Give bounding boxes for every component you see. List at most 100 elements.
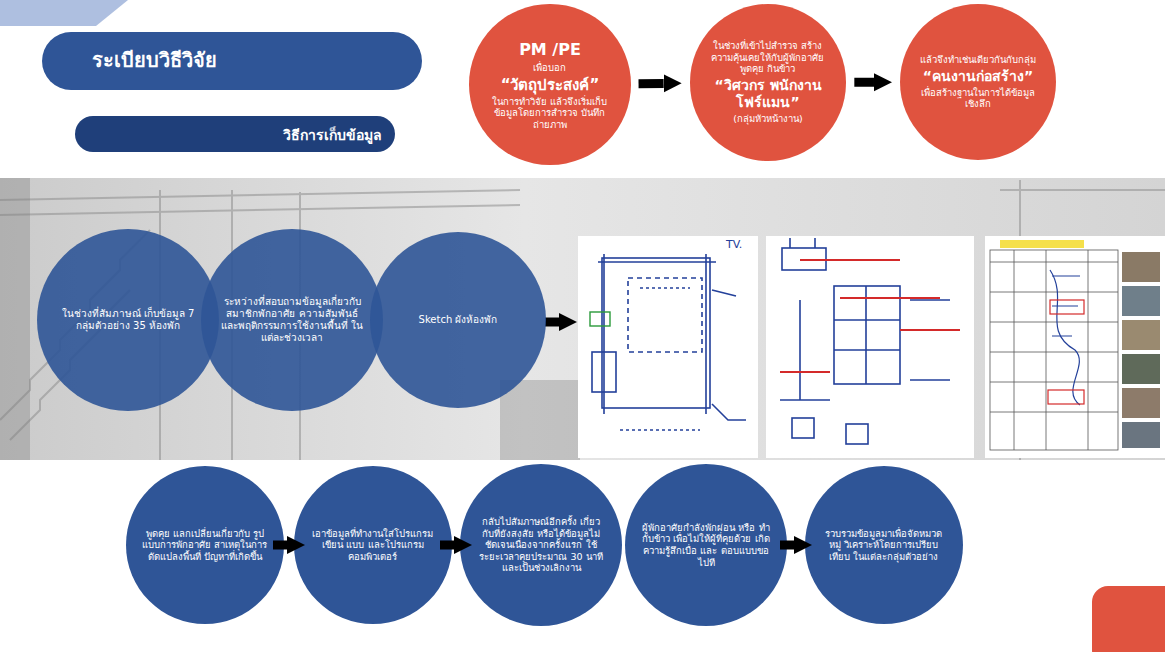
body-text: เพื่อบอก xyxy=(488,62,613,74)
emphasis-text: PM /PE xyxy=(488,40,613,60)
data-table xyxy=(1014,250,1088,450)
data-table xyxy=(990,250,1118,450)
body-text: พูดคุย แลกเปลี่ยนเกี่ยวกับ รูปแบบการพักอ… xyxy=(142,528,268,563)
room-sketch xyxy=(780,300,830,400)
step-circle: เอาข้อมูลที่ทำงานใส่โปรแกรมเขียน แบบ และ… xyxy=(294,466,452,624)
objective-circle: PM /PE เพื่อบอก “วัตถุประสงค์” ในการทำวิจัย… xyxy=(469,4,630,165)
room-sketch xyxy=(712,290,746,420)
corner-block xyxy=(1092,586,1165,652)
flow-arrow xyxy=(639,79,664,88)
photo-band xyxy=(0,205,520,215)
room-sketch xyxy=(846,424,868,444)
emphasis-text: “วัตถุประสงค์” xyxy=(488,76,613,94)
body-text: ในช่วงที่เข้าไปสำรวจ สร้างความคุ้นเคยให้… xyxy=(706,40,831,75)
step-circle: ในช่วงที่เข้าไปสำรวจ สร้างความคุ้นเคยให้… xyxy=(690,4,847,161)
text-stack: พูดคุย แลกเปลี่ยนเกี่ยวกับ รูปแบบการพักอ… xyxy=(142,528,268,563)
data-table xyxy=(1052,276,1080,336)
room-sketch xyxy=(640,287,690,289)
photo-band xyxy=(0,178,580,460)
arrow xyxy=(545,318,559,327)
room-sketch xyxy=(766,236,974,458)
body-text: ในการทำวิจัย แล้วจึงเริ่มเก็บข้อมูลโดยกา… xyxy=(488,96,613,131)
data-table xyxy=(1122,388,1160,418)
room-sketch xyxy=(620,429,700,431)
step-circle: แล้วจึงทำเช่นเดียวกันกับกลุ่ม“คนงานก่อสร… xyxy=(900,4,1056,160)
body-text: เอาข้อมูลที่ทำงานใส่โปรแกรมเขียน แบบ และ… xyxy=(310,528,436,563)
step-circle: รวบรวมข้อมูลมาเพื่อจัดหมวดหมู่ วิเคราะห์… xyxy=(805,466,963,624)
text-stack: แล้วจึงทำเช่นเดียวกันกับกลุ่ม“คนงานก่อสร… xyxy=(916,54,1041,110)
body-text: รวบรวมข้อมูลมาเพื่อจัดหมวดหมู่ วิเคราะห์… xyxy=(821,528,947,563)
emphasis-text: “วิศวกร พนักงาน โฟร์แมน” xyxy=(706,77,831,111)
flow-arrow xyxy=(273,541,287,550)
room-sketch xyxy=(592,254,746,430)
data-table xyxy=(1050,270,1080,405)
body-text: ในช่วงที่สัมภาษณ์ เก็บข้อมูล 7 กลุ่มตัวอ… xyxy=(57,308,199,332)
room-sketch xyxy=(578,236,758,458)
photo-band xyxy=(0,178,30,460)
room-sketch xyxy=(780,260,960,372)
data-table xyxy=(985,236,1165,458)
data-table xyxy=(985,236,1165,458)
step-circle: พูดคุย แลกเปลี่ยนเกี่ยวกับ รูปแบบการพักอ… xyxy=(126,466,284,624)
text-stack: รวบรวมข้อมูลมาเพื่อจัดหมวดหมู่ วิเคราะห์… xyxy=(821,528,947,563)
body-text: (กลุ่มหัวหน้างาน) xyxy=(706,113,831,125)
interview-circle: ระหว่างที่สอบถามข้อมูลเกี่ยวกับ สมาชิกพั… xyxy=(201,229,383,411)
room-sketch xyxy=(578,236,758,458)
room-sketch xyxy=(780,238,950,444)
room-sketch xyxy=(790,238,815,248)
data-table xyxy=(1122,422,1160,448)
title-bar xyxy=(42,32,422,90)
text-stack: Sketch ผังห้องพัก xyxy=(389,314,526,326)
room-sketch xyxy=(592,352,616,392)
room-sketch xyxy=(910,300,950,380)
step-circle: ผู้พักอาศัยกำลังพักผ่อน หรือ ทำกับข้าว เ… xyxy=(625,464,787,626)
body-text: กลับไปสัมภาษณ์อีกครั้ง เกี่ยวกับที่ยังสง… xyxy=(476,516,606,574)
sketch-circle: Sketch ผังห้องพัก xyxy=(370,232,546,408)
text-stack: ในช่วงที่เข้าไปสำรวจ สร้างความคุ้นเคยให้… xyxy=(706,40,831,124)
step-circle: กลับไปสัมภาษณ์อีกครั้ง เกี่ยวกับที่ยังสง… xyxy=(460,464,622,626)
flow-arrow xyxy=(440,541,454,550)
room-sketch xyxy=(590,312,610,326)
text-stack: PM /PE เพื่อบอก “วัตถุประสงค์” ในการทำวิจัย… xyxy=(488,38,613,130)
room-sketch xyxy=(766,236,974,458)
room-sketch xyxy=(834,286,900,384)
text-stack: กลับไปสัมภาษณ์อีกครั้ง เกี่ยวกับที่ยังสง… xyxy=(476,516,606,574)
photo-band xyxy=(0,190,520,200)
sketch-note: TV. xyxy=(726,238,756,251)
data-table xyxy=(1048,390,1084,404)
flow-arrow xyxy=(854,78,874,87)
data-table xyxy=(1122,354,1160,384)
title-text: ระเบียบวิธีวิจัย xyxy=(92,44,217,76)
data-table xyxy=(1122,320,1160,350)
body-text: ระหว่างที่สอบถามข้อมูลเกี่ยวกับ สมาชิกพั… xyxy=(219,296,365,345)
photo-band xyxy=(0,178,1165,460)
subtitle-text: วิธีการเก็บข้อมูล xyxy=(190,124,382,146)
data-table xyxy=(1050,270,1080,405)
room-sketch xyxy=(780,260,960,372)
data-table xyxy=(1122,252,1160,448)
data-table xyxy=(990,262,1118,412)
data-table xyxy=(1122,252,1160,282)
data-table xyxy=(1122,286,1160,316)
room-sketch xyxy=(792,418,814,438)
photo-band xyxy=(500,380,580,460)
subtitle-bar xyxy=(75,116,395,152)
body-text: Sketch ผังห้องพัก xyxy=(389,314,526,326)
text-stack: ระหว่างที่สอบถามข้อมูลเกี่ยวกับ สมาชิกพั… xyxy=(219,296,365,345)
photo-band xyxy=(0,180,1165,460)
room-sketch xyxy=(628,278,702,352)
body-text: เพื่อสร้างฐานในการได้ข้อมูลเชิงลึก xyxy=(916,87,1041,110)
corner-shape xyxy=(0,0,128,26)
text-stack: ในช่วงที่สัมภาษณ์ เก็บข้อมูล 7 กลุ่มตัวอ… xyxy=(57,308,199,332)
data-table xyxy=(1050,300,1084,314)
data-table xyxy=(1048,300,1084,404)
interview-circle: ในช่วงที่สัมภาษณ์ เก็บข้อมูล 7 กลุ่มตัวอ… xyxy=(37,229,219,411)
flow-arrow xyxy=(780,541,794,550)
room-sketch xyxy=(834,286,900,384)
room-sketch xyxy=(590,312,610,326)
room-sketch xyxy=(602,258,710,408)
data-table xyxy=(1000,240,1084,248)
text-stack: ผู้พักอาศัยกำลังพักผ่อน หรือ ทำกับข้าว เ… xyxy=(641,522,771,568)
data-table xyxy=(990,250,1118,450)
